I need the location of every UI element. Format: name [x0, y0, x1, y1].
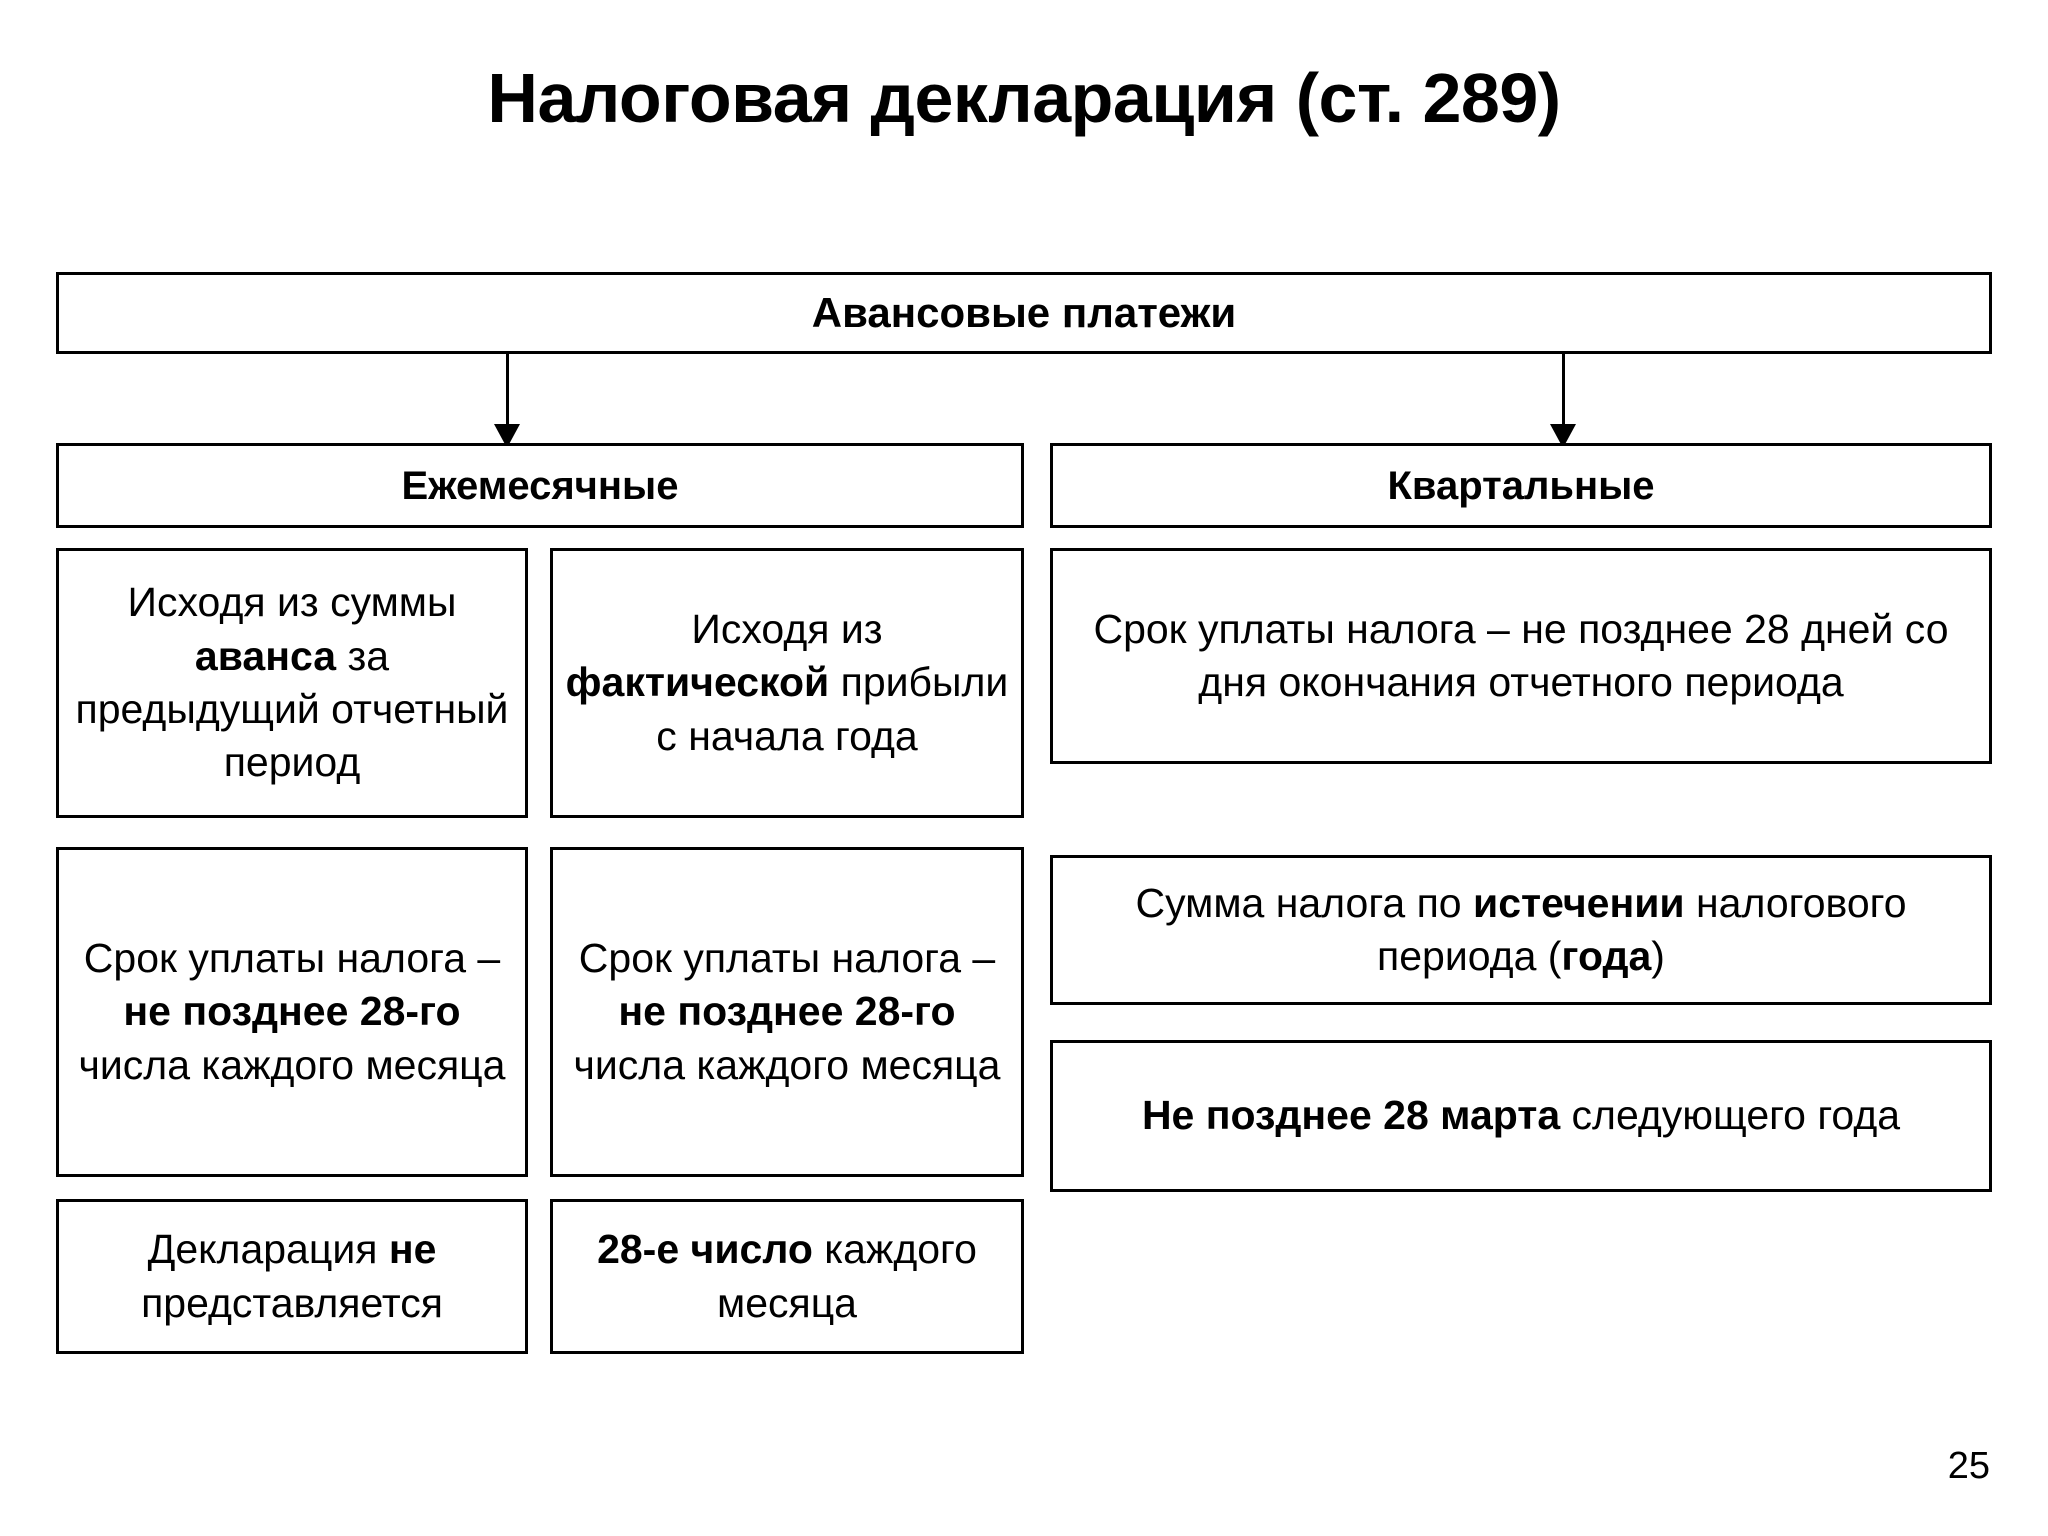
- node-quarterly-payment-term: Срок уплаты налога – не позднее 28 дней …: [1050, 548, 1992, 764]
- node-quarterly-header-label: Квартальные: [1387, 463, 1655, 508]
- node-quarterly-declaration: Не позднее 28 марта следующего года: [1050, 1040, 1992, 1192]
- node-monthly-actual-basis: Исходя из фактической прибыли с начала г…: [550, 548, 1024, 818]
- connector-root-to-monthly: [506, 354, 509, 430]
- node-quarterly-declaration-label: Не позднее 28 марта следующего года: [1141, 1092, 1901, 1139]
- page-number: 25: [1947, 1445, 1990, 1487]
- node-quarterly-header: Квартальные: [1050, 443, 1992, 528]
- node-monthly-advance-payment-term: Срок уплаты налога – не позднее 28-го чи…: [56, 847, 528, 1177]
- node-monthly-header-label: Ежемесячные: [401, 463, 679, 508]
- node-monthly-actual-basis-label: Исходя из фактической прибыли с начала г…: [565, 606, 1009, 759]
- node-monthly-advance-declaration: Декларация не представляется: [56, 1199, 528, 1354]
- connector-root-to-quarterly: [1562, 354, 1565, 430]
- node-quarterly-payment-term-label: Срок уплаты налога – не позднее 28 дней …: [1093, 605, 1949, 705]
- node-monthly-actual-payment-term-label: Срок уплаты налога – не позднее 28-го чи…: [573, 935, 1001, 1088]
- node-monthly-actual-declaration: 28-е число каждого месяца: [550, 1199, 1024, 1354]
- node-advance-payments: Авансовые платежи: [56, 272, 1992, 354]
- node-monthly-advance-basis-label: Исходя из суммы аванса за предыдущий отч…: [75, 579, 509, 786]
- node-quarterly-tax-sum-label: Сумма налога по истечении налогового пер…: [1135, 879, 1907, 979]
- node-monthly-advance-payment-term-label: Срок уплаты налога – не позднее 28-го чи…: [78, 935, 506, 1088]
- node-advance-payments-label: Авансовые платежи: [811, 288, 1237, 336]
- node-monthly-actual-declaration-label: 28-е число каждого месяца: [597, 1226, 977, 1326]
- node-monthly-actual-payment-term: Срок уплаты налога – не позднее 28-го чи…: [550, 847, 1024, 1177]
- page-title: Налоговая декларация (ст. 289): [487, 59, 1561, 137]
- node-quarterly-tax-sum: Сумма налога по истечении налогового пер…: [1050, 855, 1992, 1005]
- node-monthly-advance-declaration-label: Декларация не представляется: [141, 1226, 443, 1326]
- node-monthly-header: Ежемесячные: [56, 443, 1024, 528]
- node-monthly-advance-basis: Исходя из суммы аванса за предыдущий отч…: [56, 548, 528, 818]
